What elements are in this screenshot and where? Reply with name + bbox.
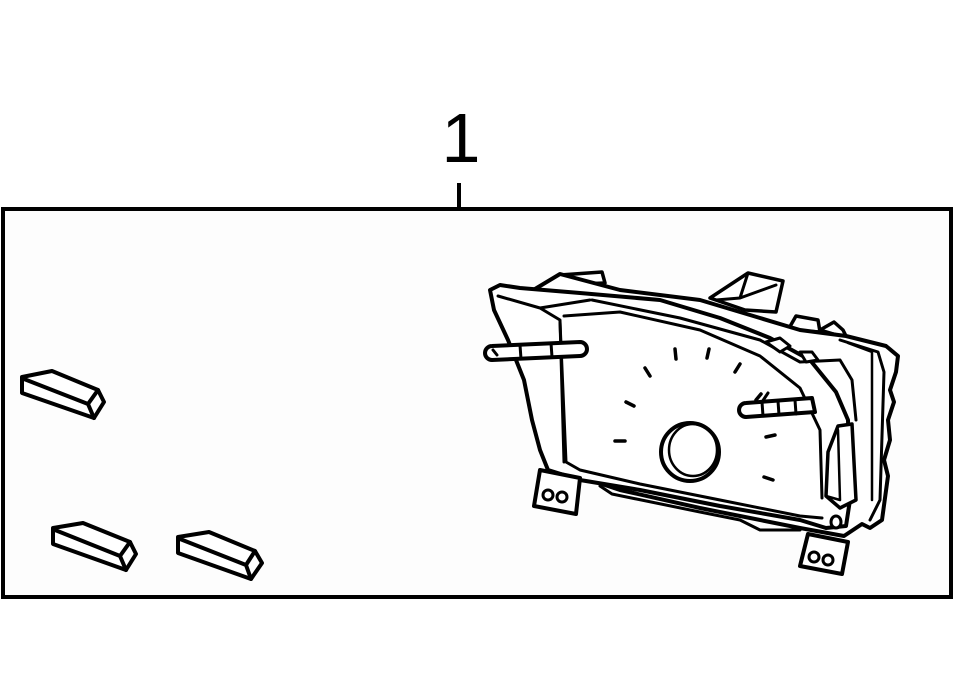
mounting-tab-right [798, 532, 850, 576]
gauge-ticks [613, 347, 777, 482]
prism-piece-1 [20, 369, 106, 420]
callout-number: 1 [441, 99, 481, 177]
reset-rod-left [483, 340, 589, 362]
center-knob [659, 421, 721, 483]
instrument-cluster [483, 270, 900, 576]
mounting-tab-left [532, 468, 582, 516]
reset-rod-right [737, 391, 817, 419]
prism-piece-3 [176, 530, 264, 581]
prism-piece-2 [51, 521, 138, 572]
callout-leader-line [457, 183, 461, 209]
